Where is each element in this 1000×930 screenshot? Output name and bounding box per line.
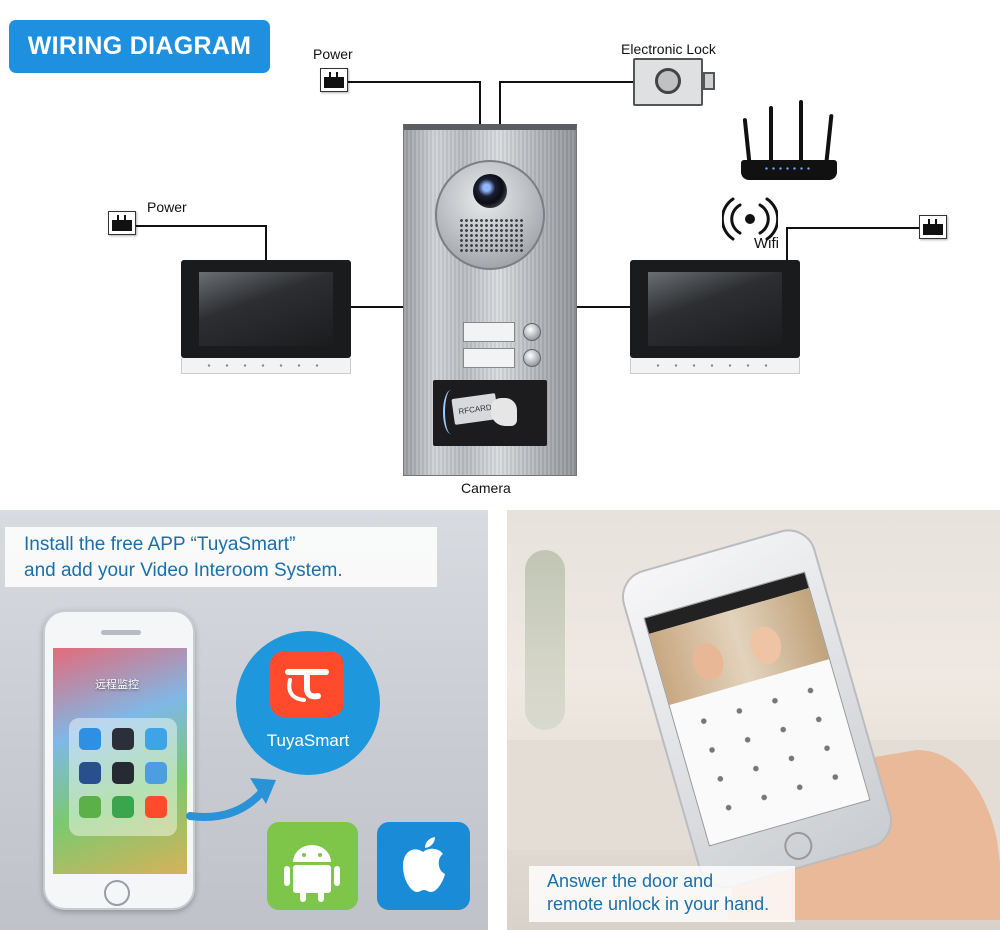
app-icon — [79, 728, 101, 750]
indoor-monitor-right — [630, 260, 800, 374]
wire-power-door — [336, 81, 481, 124]
wiring-diagram: WIRING DIAGRAM Power Electronic Lock Wif… — [9, 20, 947, 496]
wire-power-right-monitor — [786, 227, 920, 260]
tuyasmart-badge: TuyaSmart — [236, 631, 380, 775]
android-store-button[interactable] — [267, 822, 358, 910]
app-icon — [79, 762, 101, 784]
app-folder — [69, 718, 177, 836]
caption-line-1: Install the free APP “TuyaSmart” — [24, 534, 296, 555]
wiring-lines — [136, 81, 920, 308]
home-button — [781, 828, 816, 864]
power-socket-icon — [320, 68, 348, 92]
call-button-plate-2 — [463, 348, 515, 368]
power-top-label: Power — [313, 46, 353, 62]
call-button-plate-1 — [463, 322, 515, 342]
app-icon — [112, 796, 134, 818]
wire-lock-door — [499, 81, 633, 124]
electronic-lock-icon — [633, 58, 715, 106]
wifi-signal-icon — [722, 197, 778, 241]
wifi-label: Wifi — [754, 235, 779, 252]
camera-label: Camera — [461, 480, 511, 496]
home-button — [104, 880, 130, 906]
electronic-lock-label: Electronic Lock — [621, 41, 716, 57]
hand-icon — [491, 398, 517, 426]
caption-line-1: Answer the door and — [547, 871, 714, 891]
app-install-caption: Install the free APP “TuyaSmart” and add… — [5, 527, 437, 587]
app-icon — [145, 762, 167, 784]
app-install-panel: Install the free APP “TuyaSmart” and add… — [0, 510, 488, 930]
power-socket-right-icon — [919, 215, 947, 239]
power-left-label: Power — [147, 199, 187, 215]
folder-title: 远程监控 — [95, 679, 139, 691]
caption-line-2: and add your Video Interoom System. — [24, 560, 343, 581]
phone-screen: 远程监控 — [53, 648, 187, 874]
call-button-1 — [523, 323, 541, 341]
door-station-panel: RFCARD — [403, 124, 577, 476]
remote-unlock-caption: Answer the door and remote unlock in you… — [529, 866, 795, 922]
apple-store-button[interactable] — [377, 822, 470, 910]
smartphone-image: 远程监控 — [43, 610, 195, 910]
diagram-title-badge: WIRING DIAGRAM — [9, 20, 270, 73]
tuya-app-icon — [145, 796, 167, 818]
tuya-logo-icon — [270, 651, 344, 717]
monitor-screen — [648, 272, 782, 346]
app-icon — [145, 728, 167, 750]
wifi-router-icon — [735, 100, 840, 188]
speaker-grille — [459, 218, 525, 252]
caption-line-2: remote unlock in your hand. — [547, 894, 770, 914]
apple-icon — [403, 837, 445, 892]
indoor-monitor-left — [181, 260, 351, 374]
app-icon — [112, 762, 134, 784]
camera-lens-icon — [473, 174, 507, 208]
remote-unlock-panel: Answer the door and remote unlock in you… — [507, 510, 1000, 930]
app-control-grid — [681, 671, 858, 828]
background-plant — [525, 550, 565, 730]
app-icon — [112, 728, 134, 750]
power-socket-left-icon — [108, 211, 136, 235]
call-button-2 — [523, 349, 541, 367]
rfid-card-reader: RFCARD — [433, 380, 547, 446]
wire-power-left-monitor — [136, 225, 267, 260]
camera-dome — [435, 160, 545, 270]
arrow-icon — [186, 778, 276, 821]
app-icon — [79, 796, 101, 818]
android-icon — [284, 845, 340, 902]
monitor-screen — [199, 272, 333, 346]
tuyasmart-label: TuyaSmart — [266, 731, 350, 750]
